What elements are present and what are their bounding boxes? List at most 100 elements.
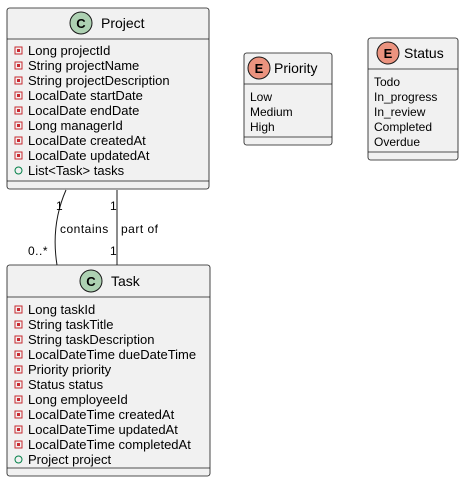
enum-value: Overdue bbox=[374, 135, 420, 149]
field-text: String projectDescription bbox=[28, 73, 170, 88]
private-visibility-icon bbox=[14, 395, 23, 404]
private-visibility-icon bbox=[14, 335, 23, 344]
private-visibility-icon bbox=[14, 106, 23, 115]
field-row: List<Task> tasks bbox=[14, 163, 125, 178]
public-visibility-icon bbox=[14, 455, 23, 464]
enum-badge-icon: E bbox=[247, 56, 271, 80]
enum-value: High bbox=[250, 120, 275, 134]
field-row: Long employeeId bbox=[14, 392, 128, 407]
class-task-box bbox=[6, 264, 211, 477]
field-row: String taskTitle bbox=[14, 317, 114, 332]
field-text: Project project bbox=[28, 452, 111, 467]
relation-part-of-label: part of bbox=[121, 222, 159, 236]
private-visibility-icon bbox=[14, 46, 23, 55]
field-text: LocalDateTime dueDateTime bbox=[28, 347, 196, 362]
private-visibility-icon bbox=[14, 151, 23, 160]
enum-value: Completed bbox=[374, 120, 432, 134]
field-text: List<Task> tasks bbox=[28, 163, 125, 178]
relation-contains-label: contains bbox=[60, 222, 109, 236]
field-text: String taskTitle bbox=[28, 317, 114, 332]
field-text: String taskDescription bbox=[28, 332, 154, 347]
private-visibility-icon bbox=[14, 410, 23, 419]
field-text: LocalDateTime updatedAt bbox=[28, 422, 178, 437]
field-row: Long taskId bbox=[14, 302, 95, 317]
private-visibility-icon bbox=[14, 305, 23, 314]
relation-part-of: part of 1 1 bbox=[110, 190, 159, 265]
field-text: LocalDate endDate bbox=[28, 103, 139, 118]
class-project-name: Project bbox=[101, 15, 145, 31]
field-row: LocalDateTime updatedAt bbox=[14, 422, 178, 437]
field-row: String projectName bbox=[14, 58, 139, 73]
private-visibility-icon bbox=[14, 380, 23, 389]
field-text: Long employeeId bbox=[28, 392, 128, 407]
field-text: Priority priority bbox=[28, 362, 112, 377]
private-visibility-icon bbox=[14, 121, 23, 130]
enum-status[interactable]: E Status TodoIn_progressIn_reviewComplet… bbox=[367, 37, 459, 161]
field-text: Long taskId bbox=[28, 302, 95, 317]
field-row: Status status bbox=[14, 377, 104, 392]
field-text: LocalDate updatedAt bbox=[28, 148, 150, 163]
field-row: Priority priority bbox=[14, 362, 112, 377]
field-row: LocalDate createdAt bbox=[14, 133, 146, 148]
enum-status-box bbox=[367, 37, 459, 161]
class-project-box bbox=[6, 7, 210, 190]
field-row: Long projectId bbox=[14, 43, 110, 58]
field-row: String taskDescription bbox=[14, 332, 154, 347]
enum-status-name: Status bbox=[404, 45, 444, 61]
field-row: LocalDateTime completedAt bbox=[14, 437, 191, 452]
private-visibility-icon bbox=[14, 425, 23, 434]
relation-contains-source-multiplicity: 1 bbox=[56, 199, 63, 213]
relation-contains-line bbox=[54, 189, 67, 266]
field-text: LocalDate startDate bbox=[28, 88, 143, 103]
svg-text:C: C bbox=[76, 16, 86, 31]
field-text: LocalDateTime completedAt bbox=[28, 437, 191, 452]
field-text: String projectName bbox=[28, 58, 139, 73]
field-row: LocalDate endDate bbox=[14, 103, 139, 118]
relation-part-of-target-multiplicity: 1 bbox=[110, 244, 117, 258]
field-text: LocalDate createdAt bbox=[28, 133, 146, 148]
private-visibility-icon bbox=[14, 320, 23, 329]
private-visibility-icon bbox=[14, 91, 23, 100]
field-row: Long managerId bbox=[14, 118, 123, 133]
svg-text:E: E bbox=[255, 61, 264, 76]
field-text: LocalDateTime createdAt bbox=[28, 407, 175, 422]
class-task-name: Task bbox=[111, 273, 141, 289]
enum-value: In_review bbox=[374, 105, 426, 119]
private-visibility-icon bbox=[14, 136, 23, 145]
relation-contains: contains 1 0..* bbox=[28, 189, 109, 266]
field-row: LocalDateTime dueDateTime bbox=[14, 347, 196, 362]
enum-value: Low bbox=[250, 90, 272, 104]
public-visibility-icon bbox=[14, 166, 23, 175]
field-row: LocalDate updatedAt bbox=[14, 148, 150, 163]
field-row: Project project bbox=[14, 452, 111, 467]
class-badge-icon: C bbox=[79, 269, 103, 293]
field-row: String projectDescription bbox=[14, 73, 170, 88]
private-visibility-icon bbox=[14, 61, 23, 70]
svg-text:C: C bbox=[86, 274, 96, 289]
field-text: Long managerId bbox=[28, 118, 123, 133]
private-visibility-icon bbox=[14, 76, 23, 85]
enum-badge-icon: E bbox=[376, 41, 400, 65]
enum-value: In_progress bbox=[374, 90, 437, 104]
relation-contains-target-multiplicity: 0..* bbox=[28, 244, 48, 258]
enum-value: Todo bbox=[374, 75, 400, 89]
field-row: LocalDateTime createdAt bbox=[14, 407, 175, 422]
field-row: LocalDate startDate bbox=[14, 88, 143, 103]
field-text: Status status bbox=[28, 377, 104, 392]
enum-priority-name: Priority bbox=[274, 60, 318, 76]
private-visibility-icon bbox=[14, 350, 23, 359]
private-visibility-icon bbox=[14, 440, 23, 449]
field-text: Long projectId bbox=[28, 43, 110, 58]
enum-value: Medium bbox=[250, 105, 293, 119]
private-visibility-icon bbox=[14, 365, 23, 374]
relation-part-of-source-multiplicity: 1 bbox=[110, 199, 117, 213]
svg-text:E: E bbox=[384, 46, 393, 61]
